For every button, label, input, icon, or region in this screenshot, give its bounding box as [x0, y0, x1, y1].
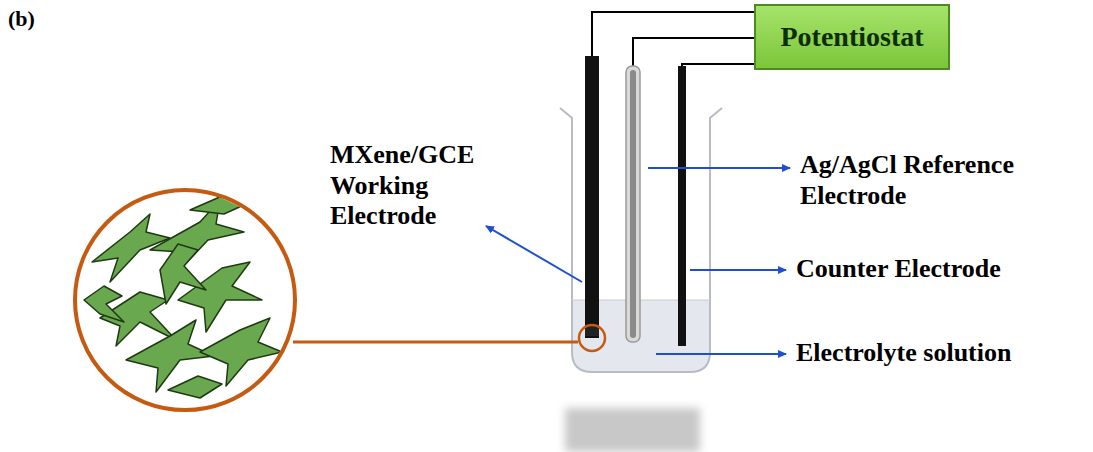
- working-electrode: [585, 56, 599, 338]
- potentiostat-box: Potentiostat: [754, 4, 950, 70]
- zoom-line: [293, 341, 578, 344]
- wire: [682, 64, 754, 66]
- leader-arrow: [648, 167, 790, 169]
- leader-arrow: [656, 353, 786, 355]
- wire: [592, 12, 754, 56]
- leader-arrow: [690, 269, 786, 271]
- wire: [633, 38, 754, 66]
- leader-arrow: [486, 226, 582, 282]
- counter-electrode: [678, 66, 686, 346]
- highlight-ring: [579, 325, 605, 351]
- electrolyte-label: Electrolyte solution: [796, 338, 1011, 369]
- beaker: [560, 108, 722, 372]
- zoom-circle: [75, 190, 295, 410]
- reference-electrode: [626, 66, 640, 342]
- panel-label: (b): [8, 6, 35, 32]
- shadow: [565, 408, 700, 452]
- node-text: Potentiostat: [780, 21, 923, 53]
- reference-electrode-label: Ag/AgCl Reference Electrode: [800, 150, 1085, 211]
- mxene-flakes: [84, 196, 282, 398]
- working-electrode-label: MXene/GCE Working Electrode: [330, 140, 500, 232]
- counter-electrode-label: Counter Electrode: [796, 254, 1001, 285]
